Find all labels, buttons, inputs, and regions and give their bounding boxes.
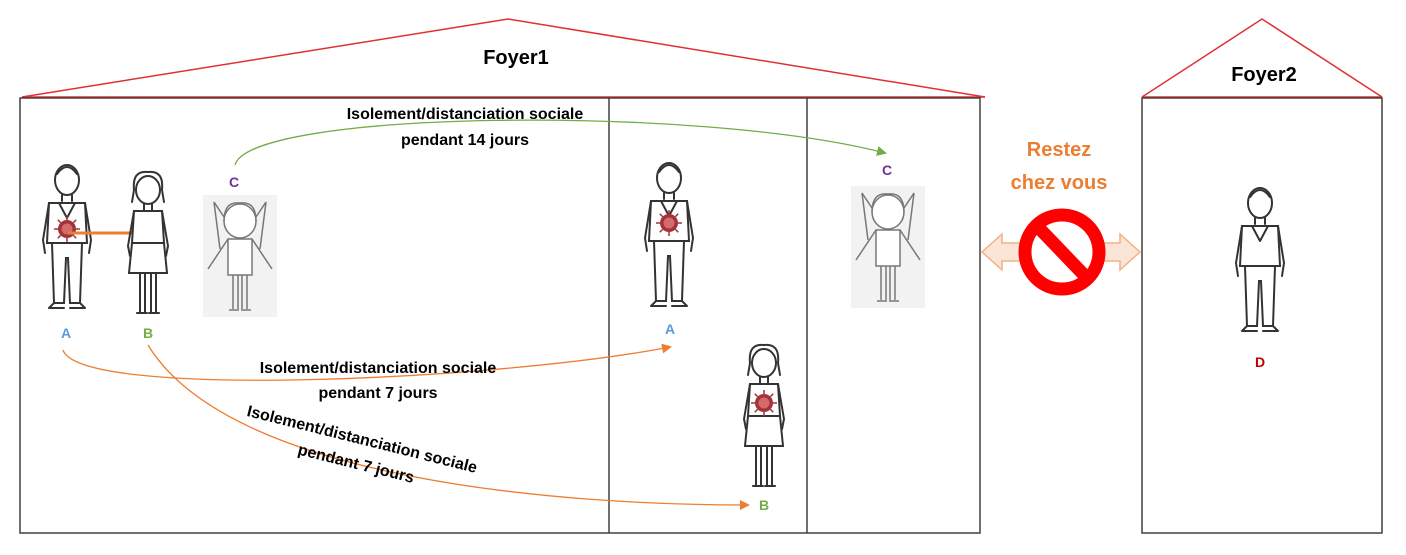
person-a-isolated — [644, 162, 694, 307]
arrow-a-isolation — [62, 343, 672, 381]
coronavirus-icon — [750, 389, 778, 417]
coronavirus-icon — [655, 209, 683, 237]
note-b-isolation: Isolement/distanciation sociale pendant … — [245, 403, 479, 487]
person-c-isolated — [850, 185, 926, 309]
foyer1-roof — [21, 18, 986, 98]
note-c-line2: pendant 14 jours — [401, 132, 529, 149]
label-b-initial: B — [143, 325, 153, 341]
stay-home-line1: Restez — [1027, 139, 1091, 161]
person-d — [1235, 187, 1285, 332]
label-b-isolated: B — [759, 497, 769, 513]
person-b-isolated — [743, 343, 785, 487]
foyer2-wall — [1141, 97, 1383, 534]
arrow-b-isolation — [147, 344, 750, 510]
person-c-initial — [202, 194, 278, 318]
foyer2-roof — [1141, 18, 1383, 98]
person-a-initial — [42, 164, 92, 309]
foyer1-wall — [19, 97, 981, 534]
note-c-isolation: Isolement/distanciation sociale pendant … — [347, 106, 584, 149]
note-a-line2: pendant 7 jours — [318, 385, 437, 402]
arrow-c-isolation — [234, 119, 887, 166]
foyer2-title: Foyer2 — [1231, 64, 1297, 86]
foyer1-title: Foyer1 — [483, 47, 549, 69]
label-d: D — [1255, 354, 1265, 370]
person-b-initial — [127, 170, 169, 314]
label-a-initial: A — [61, 325, 71, 341]
label-a-isolated: A — [665, 321, 675, 337]
label-c-isolated: C — [882, 162, 892, 178]
stay-home-line2: chez vous — [1011, 172, 1108, 194]
foyer2-house: Foyer2 — [1141, 18, 1383, 534]
label-c-initial: C — [229, 174, 239, 190]
coronavirus-icon — [53, 215, 81, 243]
note-a-line1: Isolement/distanciation sociale — [260, 360, 497, 377]
note-c-line1: Isolement/distanciation sociale — [347, 106, 584, 123]
no-entry-sign — [1018, 208, 1106, 296]
note-a-isolation: Isolement/distanciation sociale pendant … — [260, 360, 497, 402]
foyer1-house: Foyer1 — [19, 18, 986, 534]
